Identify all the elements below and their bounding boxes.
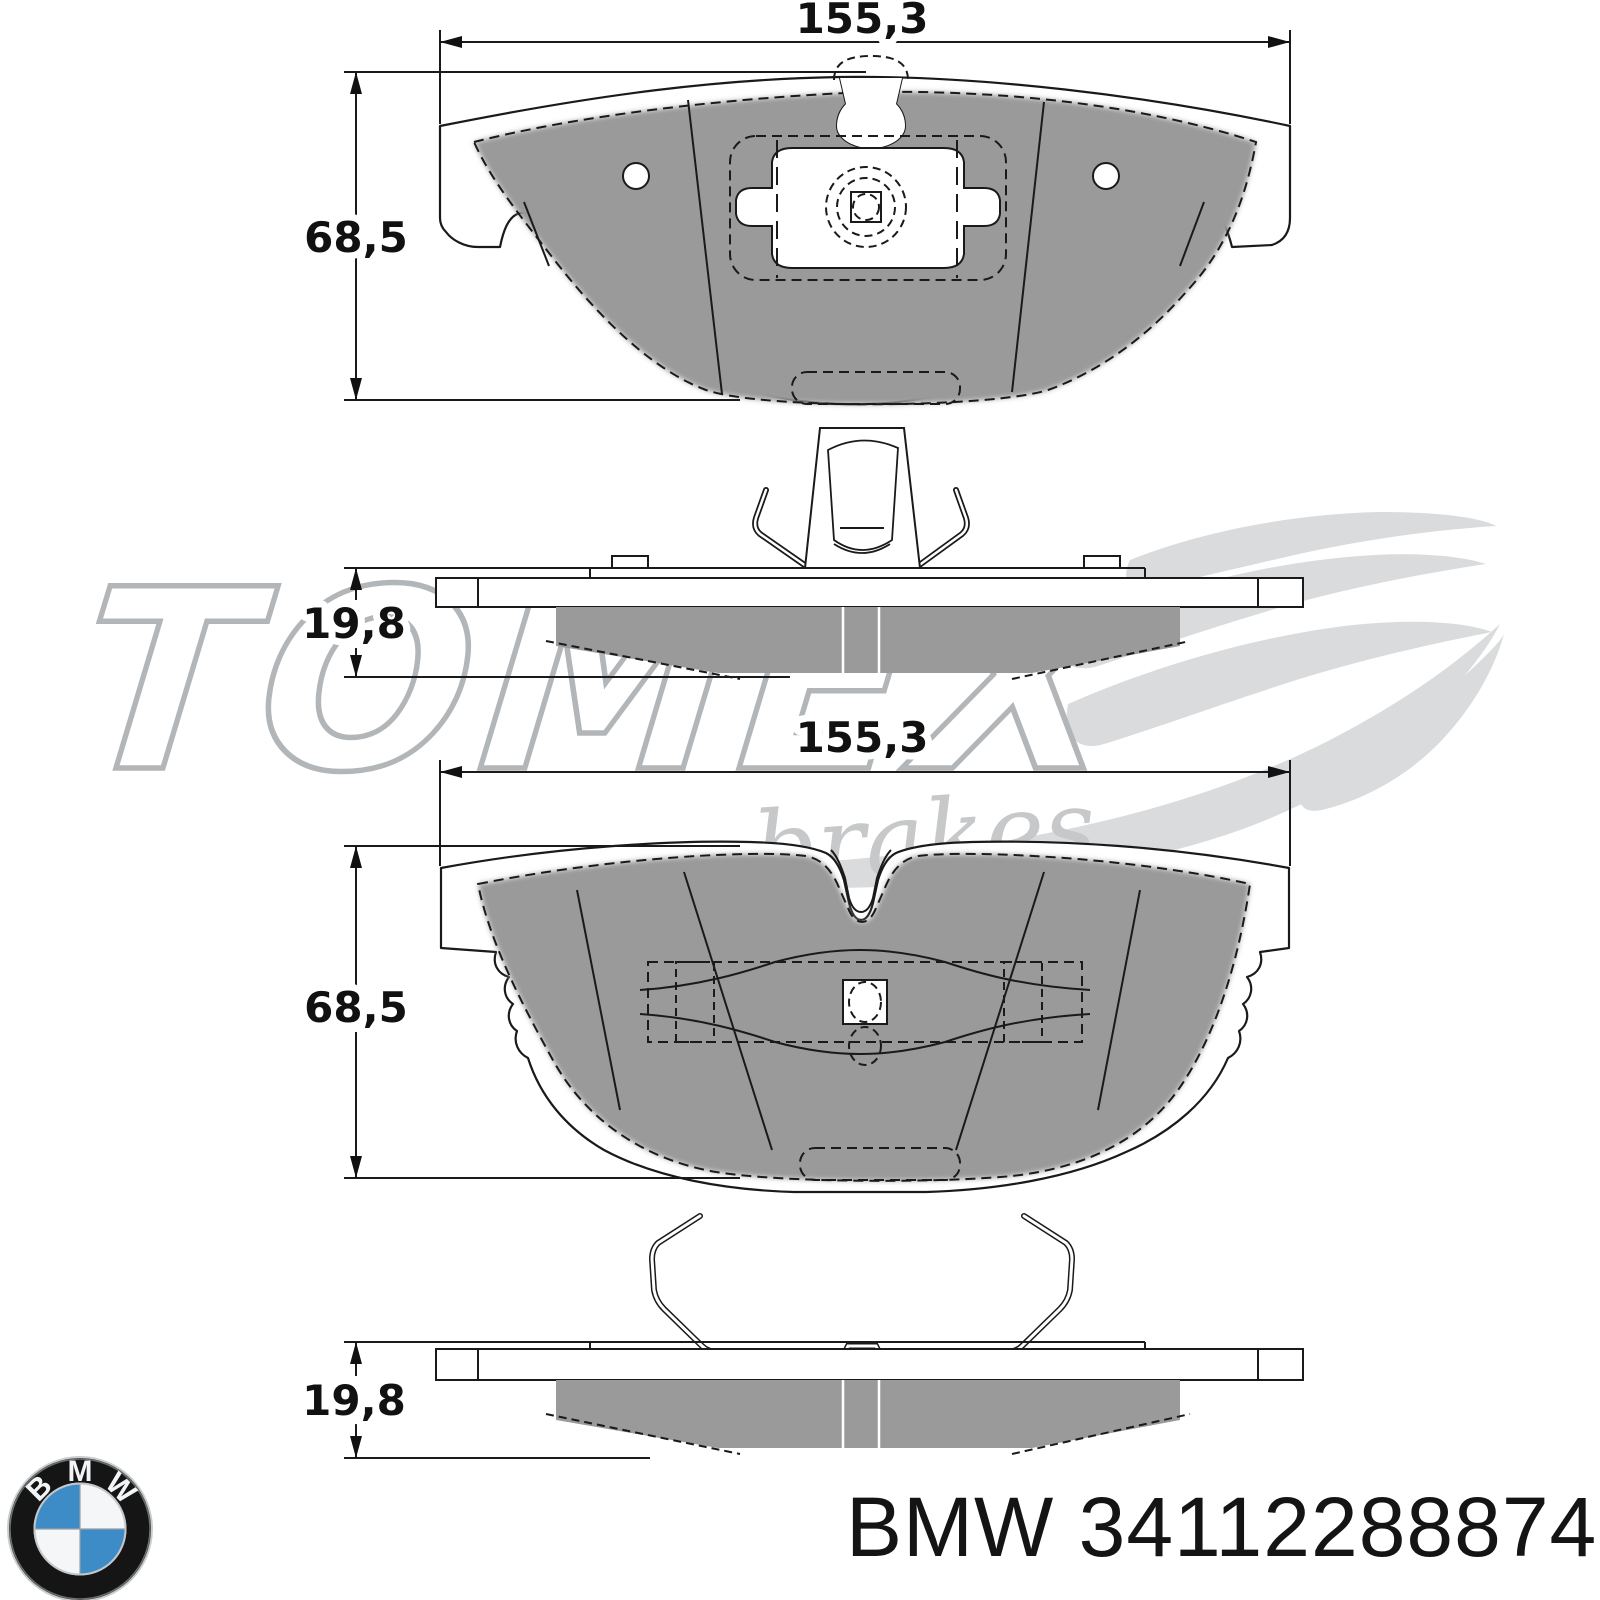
front-view-inner-pad: 155,3 68,5 <box>297 706 1291 1194</box>
pad2-friction-dashed-edge <box>476 852 1252 1182</box>
side-view-outer-pad: 19,8 <box>295 427 1304 680</box>
side-view-inner-pad: 19,8 <box>295 1341 1304 1459</box>
clip-tongue <box>827 439 899 551</box>
bmw-letter-m: M <box>68 1455 93 1488</box>
side1-guide-tab <box>1083 555 1121 569</box>
wire-spring-clip <box>648 1213 1076 1355</box>
bmw-roundel-icon: B M W <box>7 1455 153 1600</box>
dimension-width-inner: 155,3 <box>439 706 1291 866</box>
side1-chamfer-dashes <box>545 640 1191 680</box>
pad1-rivet-hole <box>622 162 650 190</box>
dimension-thickness-outer: 19,8 <box>295 567 790 678</box>
footer: B M W BMW 34112288874 <box>7 1455 1597 1600</box>
side1-slab-split <box>841 607 881 673</box>
pad1-chamfer-line <box>1011 101 1045 393</box>
side2-backplate <box>435 1348 1304 1381</box>
pad1-chamfer-line <box>687 99 723 395</box>
dim-label-width-outer: 155,3 <box>796 0 929 43</box>
pad2-ear-lines <box>576 889 1141 1111</box>
dimension-height-outer: 68,5 <box>297 71 866 401</box>
pad2-abutment-band <box>639 948 1091 1066</box>
pad2-lower-ellipse <box>848 1026 882 1066</box>
side1-guide-tab <box>611 555 649 569</box>
pad1-center-hole <box>852 193 880 221</box>
dim-label-width-inner: 155,3 <box>796 713 929 762</box>
dim-label-height-outer: 68,5 <box>304 213 408 262</box>
pad2-center-square <box>842 979 888 1025</box>
pad1-piston-circle-inner <box>836 177 896 237</box>
front-view-outer-pad: 155,3 68,5 <box>297 0 1292 406</box>
side2-lip <box>589 1341 1146 1349</box>
pad2-bottom-notch <box>799 1147 961 1181</box>
pad1-bottom-notch <box>791 371 961 405</box>
pad2-slot-inner <box>830 849 892 914</box>
side2-slab-split <box>841 1380 881 1448</box>
side1-backplate <box>435 577 1304 608</box>
pad1-ear-line <box>1179 201 1205 267</box>
side1-friction-slab <box>556 607 1180 673</box>
pad2-chamfer-lines <box>683 871 1045 1151</box>
dim-label-thickness-outer: 19,8 <box>302 599 406 648</box>
pad1-friction-dashed-edge <box>472 90 1258 406</box>
pad1-ear-line <box>523 201 550 267</box>
dimension-thickness-inner: 19,8 <box>295 1341 650 1459</box>
part-number-text: BMW 34112288874 <box>846 1480 1597 1574</box>
retaining-clip <box>752 427 970 569</box>
pad1-rivet-hole <box>1092 162 1120 190</box>
pad1-piston-circle-outer <box>825 166 907 248</box>
side2-end-lugs <box>477 1349 1259 1380</box>
side1-end-lugs <box>477 578 1259 607</box>
pad1-hub-centerlines <box>776 140 958 278</box>
side2-chamfer-dashes <box>545 1413 1191 1455</box>
dimension-width-outer: 155,3 <box>439 0 1291 124</box>
pad1-center-square <box>850 191 882 223</box>
dim-label-height-inner: 68,5 <box>304 983 408 1032</box>
dim-label-thickness-inner: 19,8 <box>302 1376 406 1425</box>
side2-friction-slab <box>556 1380 1180 1448</box>
pad1-tab-hidden-arc <box>833 54 909 81</box>
dimension-height-inner: 68,5 <box>297 845 740 1179</box>
pad2-center-ellipse <box>848 981 882 1023</box>
